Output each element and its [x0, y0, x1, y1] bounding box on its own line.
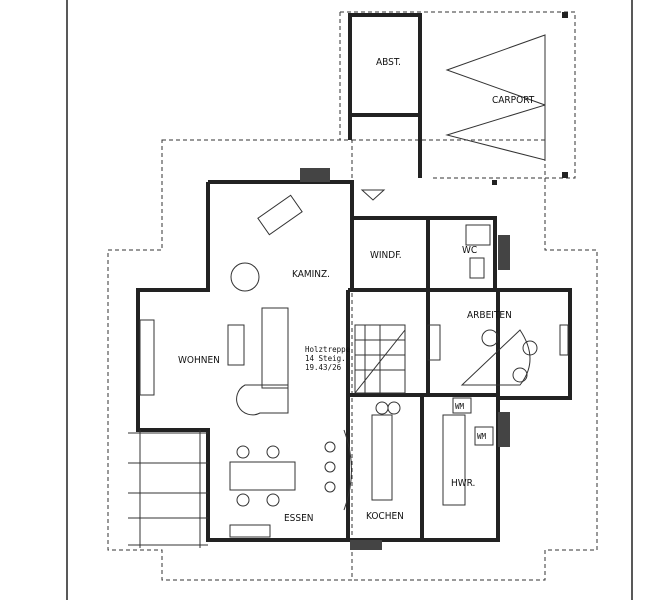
carport-roof-outline: [339, 11, 576, 179]
staircase: [354, 324, 441, 394]
room-label-arbeiten: ARBEITEN: [467, 310, 512, 321]
room-label-wc: WC: [462, 245, 477, 256]
pergola: [128, 430, 208, 548]
room-label-essen: ESSEN: [284, 513, 314, 524]
room-label-wohnen: WOHNEN: [178, 355, 220, 366]
house-walls: [136, 168, 572, 550]
carport-block: [348, 12, 568, 185]
room-label-carport: CARPORT: [492, 95, 535, 106]
washing-machine-label-1: WM: [455, 402, 465, 411]
room-label-windf: WINDF.: [370, 250, 402, 261]
stair-note-line1: Holztreppe: [305, 345, 351, 354]
room-label-hwr: HWR.: [451, 478, 475, 489]
chimney: [300, 168, 330, 182]
stair-note-line3: 19.43/26: [305, 363, 342, 372]
room-label-kochen: KOCHEN: [366, 511, 404, 522]
room-label-kaminz: KAMINZ.: [292, 269, 330, 280]
room-label-abst: ABST.: [376, 57, 401, 68]
furniture: [227, 189, 569, 511]
washing-machine-label-2: WM: [477, 432, 487, 441]
stair-note-line2: 14 Steig.: [305, 354, 346, 363]
